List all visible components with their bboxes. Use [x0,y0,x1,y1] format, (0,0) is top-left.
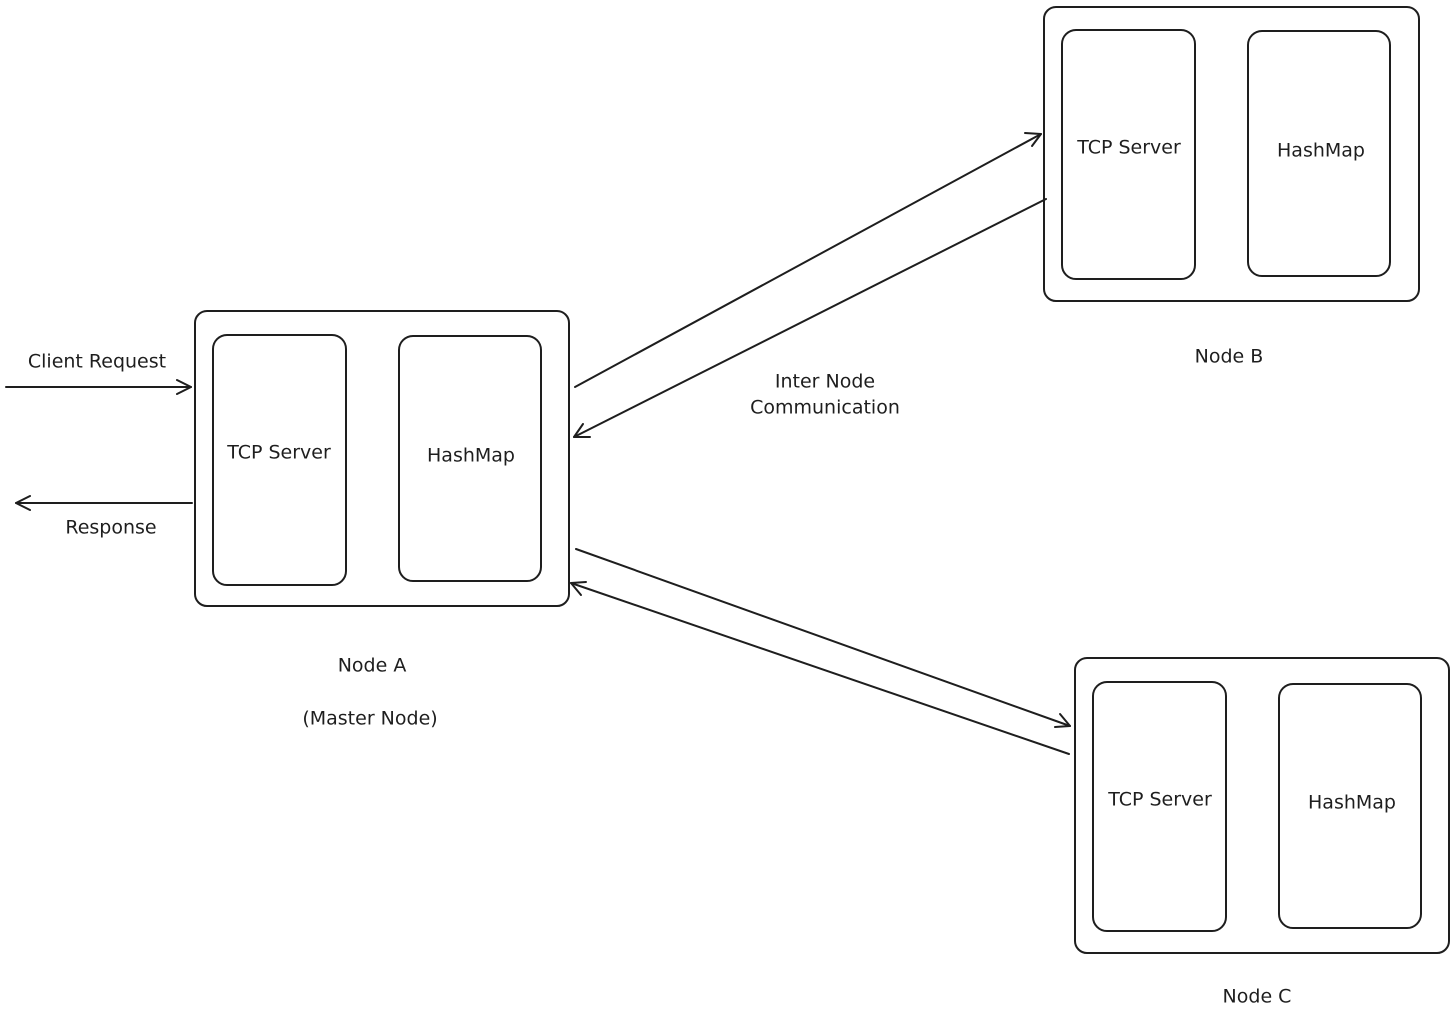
b-to-a-arrow [573,198,1047,438]
client-request-arrowhead [176,379,192,395]
node-a-hashmap-label: HashMap [427,445,515,467]
node-a-tcp-server-label: TCP Server [226,442,331,464]
a-to-c-line [575,548,1071,727]
node-b: TCP Server HashMap Node B [1043,6,1420,368]
node-c-tcp-server-box [1092,681,1227,932]
node-b-hashmap-label: HashMap [1277,140,1365,162]
node-a-hashmap-box [398,335,542,582]
node-c-hashmap-label: HashMap [1308,792,1396,814]
b-to-a-arrowhead [573,423,591,438]
node-a-role: (Master Node) [302,708,437,730]
client-request-label: Client Request [28,351,166,373]
response-arrow [15,495,193,511]
a-to-b-arrowhead [1024,132,1042,147]
inter-node-label-line1: Inter Node [775,371,875,393]
response-label: Response [65,517,156,539]
a-to-c-arrowhead [1054,713,1071,728]
b-to-a-line [573,198,1047,438]
node-c-name: Node C [1223,986,1292,1008]
response-arrowhead [15,495,31,511]
node-c-hashmap-box [1278,683,1422,929]
inter-node-label-line2: Communication [750,397,900,419]
node-a-tcp-server-box [212,334,347,586]
a-to-c-arrow [575,548,1071,728]
node-a: TCP Server HashMap Node A (Master Node) [194,310,570,730]
a-to-b-line [574,133,1042,388]
node-b-name: Node B [1195,346,1264,368]
node-c: TCP Server HashMap Node C [1074,657,1450,1008]
a-to-b-arrow [574,132,1042,388]
client-request-arrow [5,379,192,395]
node-a-name: Node A [338,655,407,677]
c-to-a-arrowhead [570,581,587,596]
node-c-tcp-server-label: TCP Server [1107,789,1212,811]
c-to-a-line [570,582,1070,755]
node-b-tcp-server-label: TCP Server [1076,137,1181,159]
c-to-a-arrow [570,581,1070,755]
node-b-hashmap-box [1247,30,1391,277]
node-b-tcp-server-box [1061,29,1196,280]
